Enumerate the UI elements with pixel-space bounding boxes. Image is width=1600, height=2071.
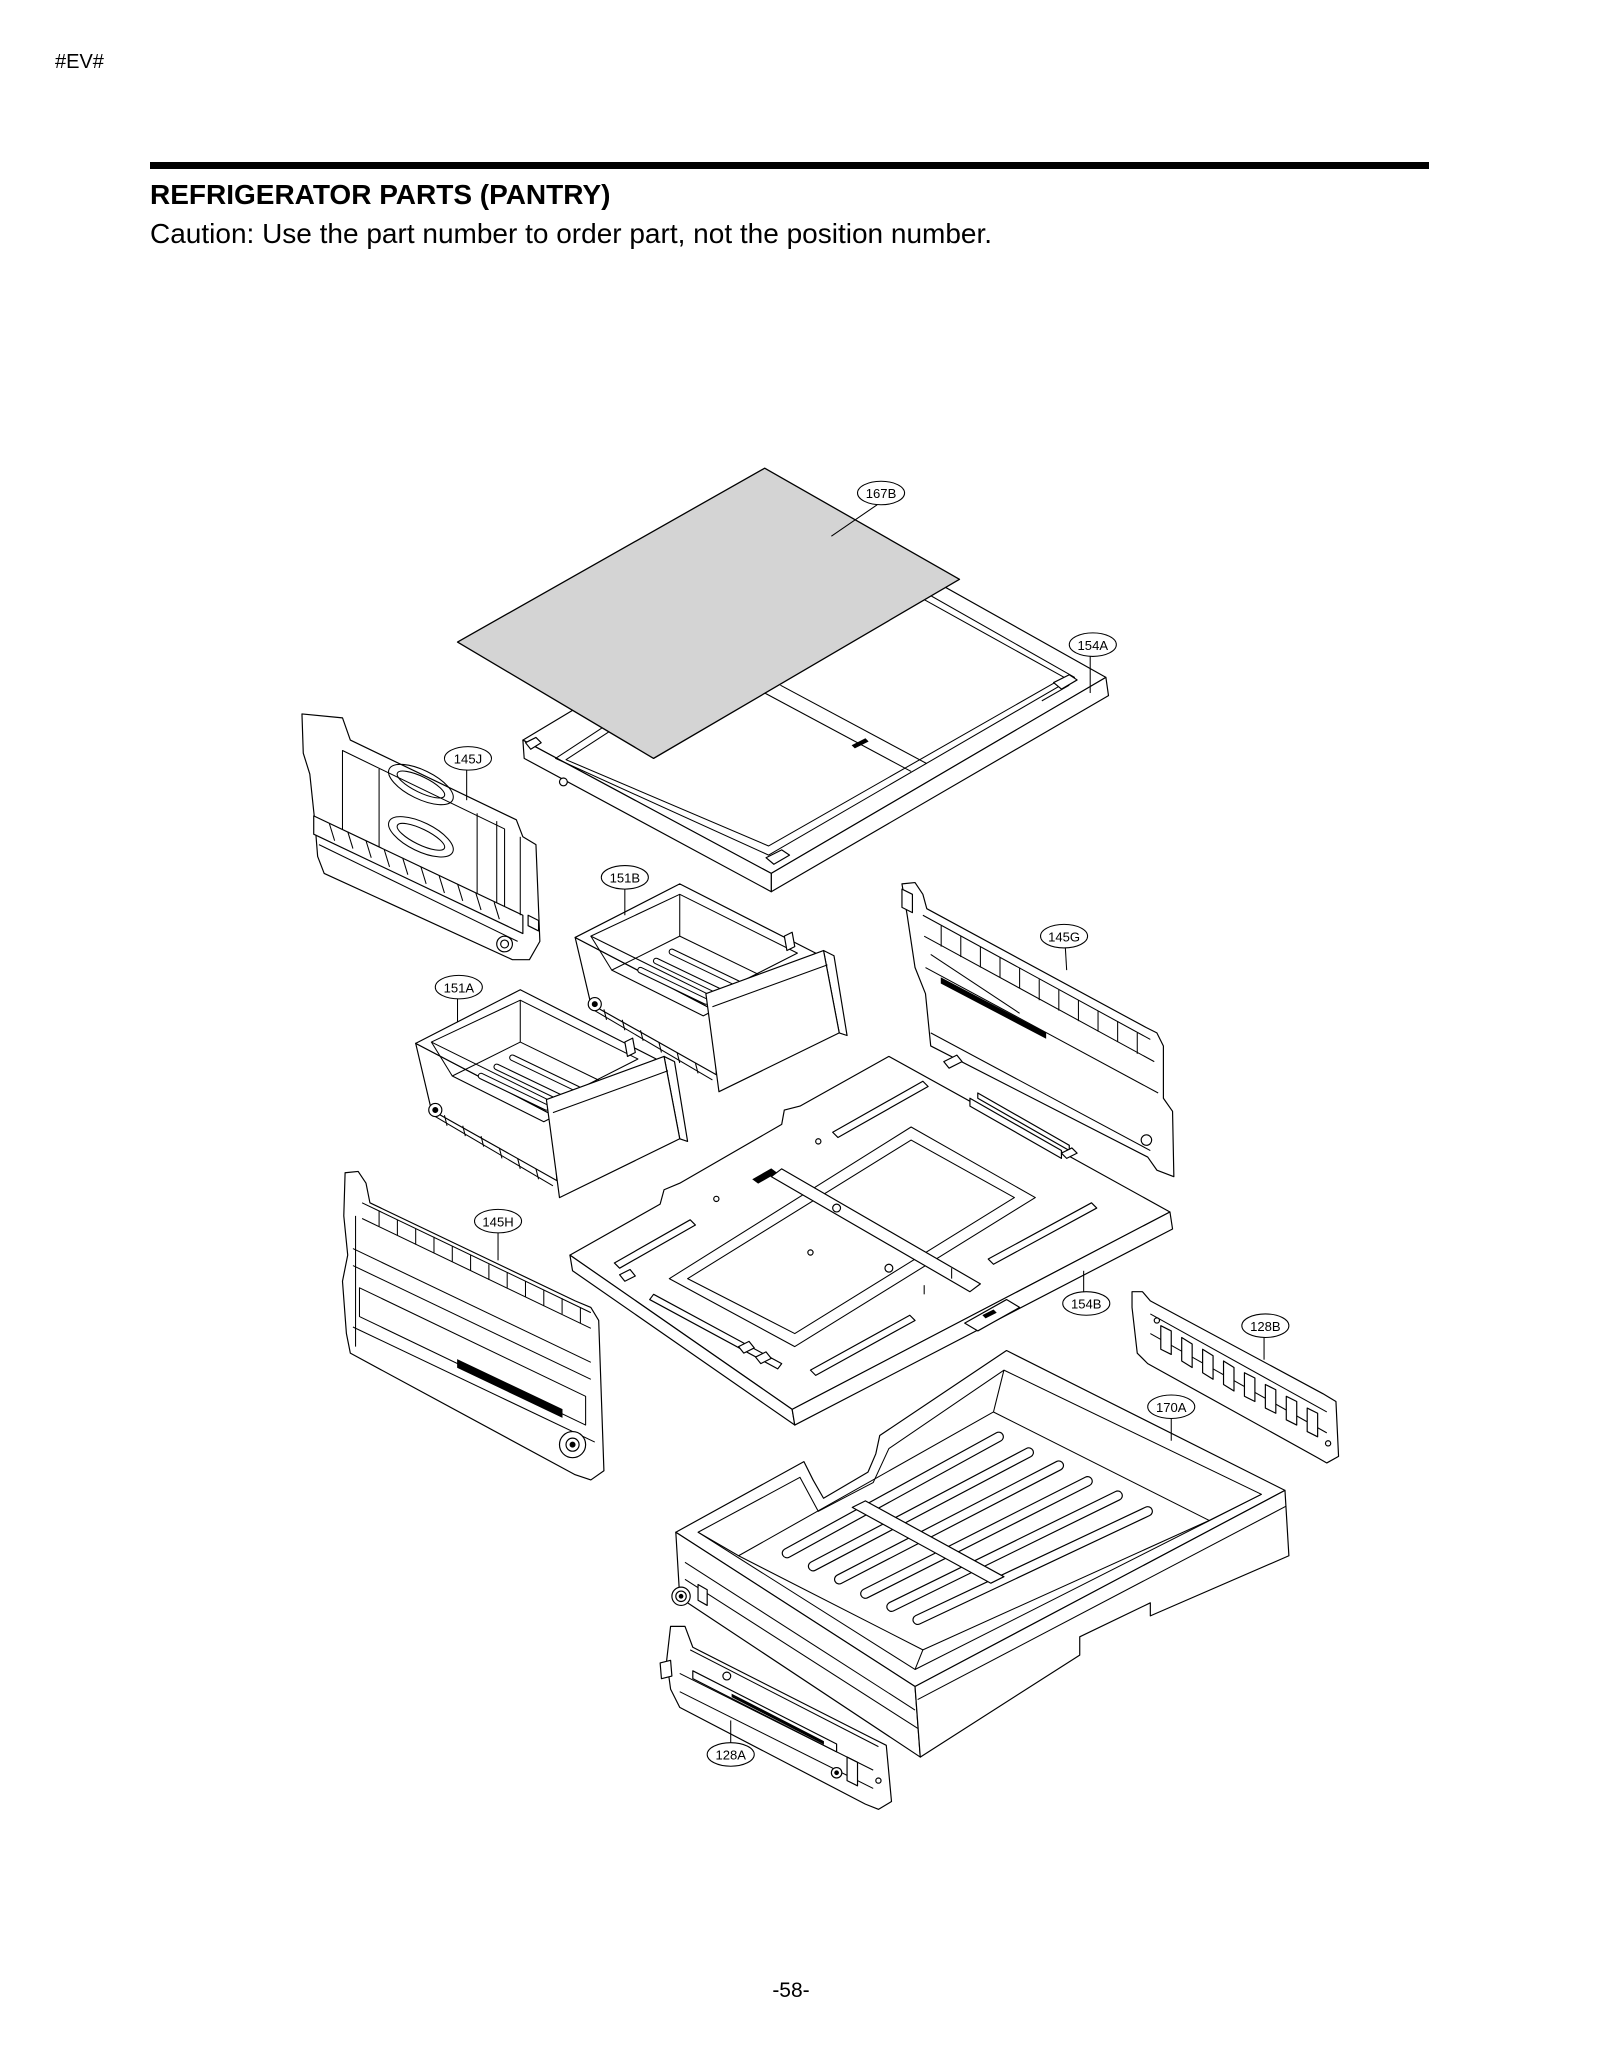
callout-label: 154A (1078, 638, 1109, 653)
callout-label: 145J (454, 752, 482, 767)
middle-shelf-plate (569, 1054, 1174, 1426)
callout-label: 128B (1250, 1319, 1281, 1334)
side-bracket-left-lower (341, 1170, 605, 1481)
callout-167B: 167B (831, 480, 906, 537)
callout-label: 151A (444, 980, 475, 995)
leader-line (831, 504, 878, 537)
callout-label: 145H (482, 1214, 513, 1229)
callout-label: 145G (1048, 929, 1080, 944)
shelf-frame (522, 538, 1110, 893)
header-tag: #EV# (55, 51, 104, 73)
callout-label: 128A (715, 1748, 746, 1763)
side-bracket-left-upper (301, 713, 541, 961)
callout-label: 167B (866, 486, 897, 501)
pantry-bin (671, 1349, 1290, 1758)
glass-shelf (456, 467, 961, 760)
leader-line (1064, 947, 1068, 971)
callout-label: 151B (610, 871, 641, 886)
callout-label: 154B (1071, 1297, 1102, 1312)
callout-154B: 154B (1062, 1270, 1111, 1316)
caution-note: Caution: Use the part number to order pa… (150, 218, 993, 249)
page-number: -58- (772, 1979, 810, 2002)
callout-151A: 151A (434, 974, 483, 1023)
callout-170A: 170A (1147, 1394, 1196, 1441)
callout-145G: 145G (1040, 923, 1089, 971)
callout-151B: 151B (600, 865, 649, 916)
rail-right (1131, 1291, 1340, 1464)
slide-rail (659, 1625, 893, 1810)
callout-154A: 154A (1068, 632, 1117, 694)
section-title: REFRIGERATOR PARTS (PANTRY) (150, 179, 611, 210)
callout-128B: 128B (1241, 1313, 1290, 1360)
callout-145J: 145J (443, 746, 493, 801)
side-bracket-right (901, 881, 1175, 1178)
callout-label: 170A (1156, 1400, 1187, 1415)
callout-145H: 145H (473, 1208, 523, 1261)
section-rule (150, 162, 1429, 169)
callout-128A: 128A (706, 1720, 755, 1767)
